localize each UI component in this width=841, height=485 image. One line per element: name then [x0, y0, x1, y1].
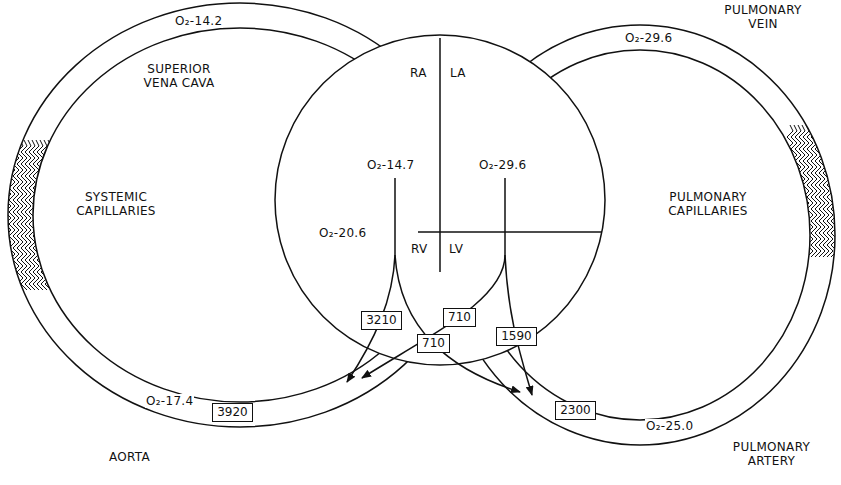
flow-value-box: 2300	[555, 401, 596, 420]
label-holder: SYSTEMIC CAPILLARIES	[60, 190, 172, 218]
vessel-name: PULMONARY ARTERY	[733, 440, 810, 468]
capillary-line	[49, 140, 55, 290]
flow-value: 2300	[560, 403, 591, 417]
label-holder: PULMONARY CAPILLARIES	[652, 190, 764, 218]
capillary-line	[9, 140, 15, 290]
flow-value: 1590	[501, 329, 532, 343]
flow-value-box: 710	[443, 308, 476, 327]
capillary-line	[41, 140, 47, 290]
flow-arrow	[362, 178, 505, 378]
flow-value-box: 3920	[212, 403, 253, 422]
septum-line	[439, 38, 441, 272]
capillary-line	[1, 140, 7, 290]
flow-value-box: 3210	[361, 311, 402, 330]
heart-circle	[275, 35, 605, 365]
capillary-hatch	[0, 140, 63, 290]
oxygen-value: O₂-14.2	[174, 14, 223, 28]
capillary-line	[827, 125, 833, 257]
capillary-line	[45, 140, 51, 290]
capillary-line	[37, 140, 43, 290]
capillary-line	[791, 125, 797, 257]
capillary-line	[53, 140, 59, 290]
capillary-line	[57, 140, 63, 290]
capillary-line	[835, 125, 841, 257]
capillary-hatch	[787, 125, 841, 257]
chamber-name: LA	[449, 66, 467, 80]
flow-arrow	[347, 178, 395, 382]
capillary-line	[807, 125, 813, 257]
capillary-line	[803, 125, 809, 257]
oxygen-value: O₂-17.4	[145, 394, 194, 408]
region-name: PULMONARY CAPILLARIES	[668, 190, 748, 218]
vessel-name: SUPERIOR VENA CAVA	[144, 62, 215, 90]
chamber-name: LV	[448, 242, 464, 256]
flow-value-box: 1590	[496, 327, 537, 346]
capillary-line	[5, 140, 11, 290]
capillary-line	[819, 125, 825, 257]
capillary-line	[0, 140, 3, 290]
flow-arrow	[395, 255, 520, 392]
capillary-line	[787, 125, 793, 257]
vessel-name: PULMONARY VEIN	[724, 3, 801, 31]
capillary-line	[831, 125, 837, 257]
chamber-name: RA	[409, 66, 428, 80]
label-holder: PULMONARY VEIN	[712, 3, 814, 31]
flow-value: 710	[448, 310, 471, 324]
vessel-name: AORTA	[108, 450, 151, 464]
oxygen-value: O₂-25.0	[645, 419, 694, 433]
oxygen-value: O₂-29.6	[478, 158, 527, 172]
chamber-name: RV	[410, 242, 429, 256]
flow-arrow	[505, 255, 532, 395]
flow-value: 3920	[217, 405, 248, 419]
valve-line	[418, 231, 602, 233]
oxygen-value: O₂-20.6	[318, 226, 367, 240]
label-holder: SUPERIOR VENA CAVA	[128, 62, 230, 90]
oxygen-value: O₂-14.7	[366, 158, 415, 172]
capillary-line	[795, 125, 801, 257]
region-name: SYSTEMIC CAPILLARIES	[76, 190, 156, 218]
capillary-line	[815, 125, 821, 257]
capillary-line	[823, 125, 829, 257]
capillary-line	[799, 125, 805, 257]
oxygen-value: O₂-29.6	[624, 31, 673, 45]
label-holder: PULMONARY ARTERY	[718, 440, 825, 468]
capillary-line	[811, 125, 817, 257]
flow-value: 3210	[366, 313, 397, 327]
flow-value: 710	[422, 336, 445, 350]
flow-value-box: 710	[417, 334, 450, 353]
